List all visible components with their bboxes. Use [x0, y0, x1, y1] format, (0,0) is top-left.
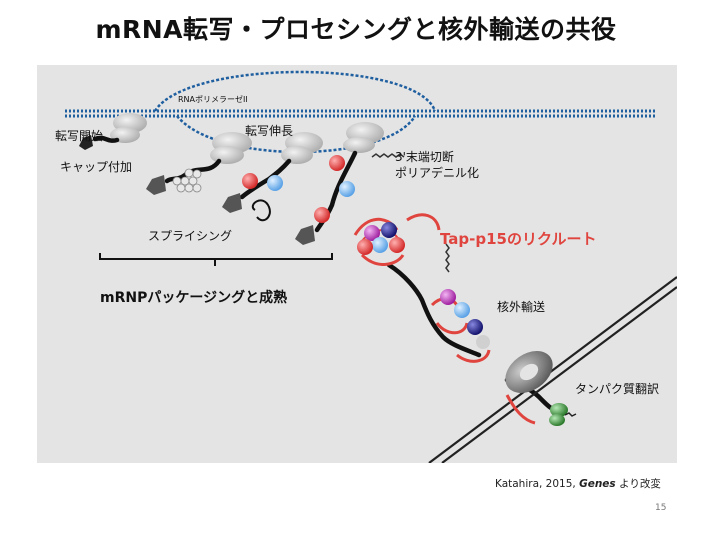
- exporting-mrnp: [430, 289, 491, 363]
- label-3prime-cleavage: 3'末端切断: [395, 150, 454, 164]
- citation: Katahira, 2015, Genes より改変: [495, 476, 661, 491]
- page-number: 15: [655, 503, 667, 513]
- mrnp-bracket: [99, 253, 333, 266]
- nuclear-pore: [505, 351, 553, 425]
- label-elongation: 転写伸長: [245, 124, 294, 138]
- label-translation: タンパク質翻訳: [575, 382, 660, 396]
- ribosome: [549, 403, 577, 426]
- label-mrnp-packaging: mRNPパッケージングと成熟: [100, 290, 288, 306]
- label-transcription-start: 転写開始: [55, 129, 104, 143]
- cap-structures: [79, 135, 315, 245]
- label-tap-p15-recruit: Tap-p15のリクルート: [440, 230, 597, 248]
- page-title: mRNA転写・プロセシングと核外輸送の共役: [95, 15, 617, 44]
- tap-p15-cluster: [353, 213, 441, 266]
- mrnp-factors: [242, 155, 355, 223]
- label-capping: キャップ付加: [60, 160, 133, 174]
- label-rna-polymerase: RNAポリメラーゼII: [178, 95, 248, 104]
- label-nuclear-export: 核外輸送: [497, 300, 546, 314]
- citation-text: Katahira, 2015,: [495, 478, 580, 490]
- label-polyadenylation: ポリアデニル化: [395, 166, 480, 180]
- transcription-export-diagram: [65, 70, 677, 463]
- spliced-intron-lariat: [251, 199, 271, 222]
- citation-suffix: より改変: [615, 478, 661, 490]
- nuclear-envelope: [428, 276, 677, 463]
- citation-journal: Genes: [579, 478, 616, 490]
- cap-binding-complex: [172, 168, 202, 193]
- polya-tail: [371, 153, 450, 273]
- rna-transcripts: [92, 135, 562, 413]
- label-splicing: スプライシング: [148, 229, 233, 243]
